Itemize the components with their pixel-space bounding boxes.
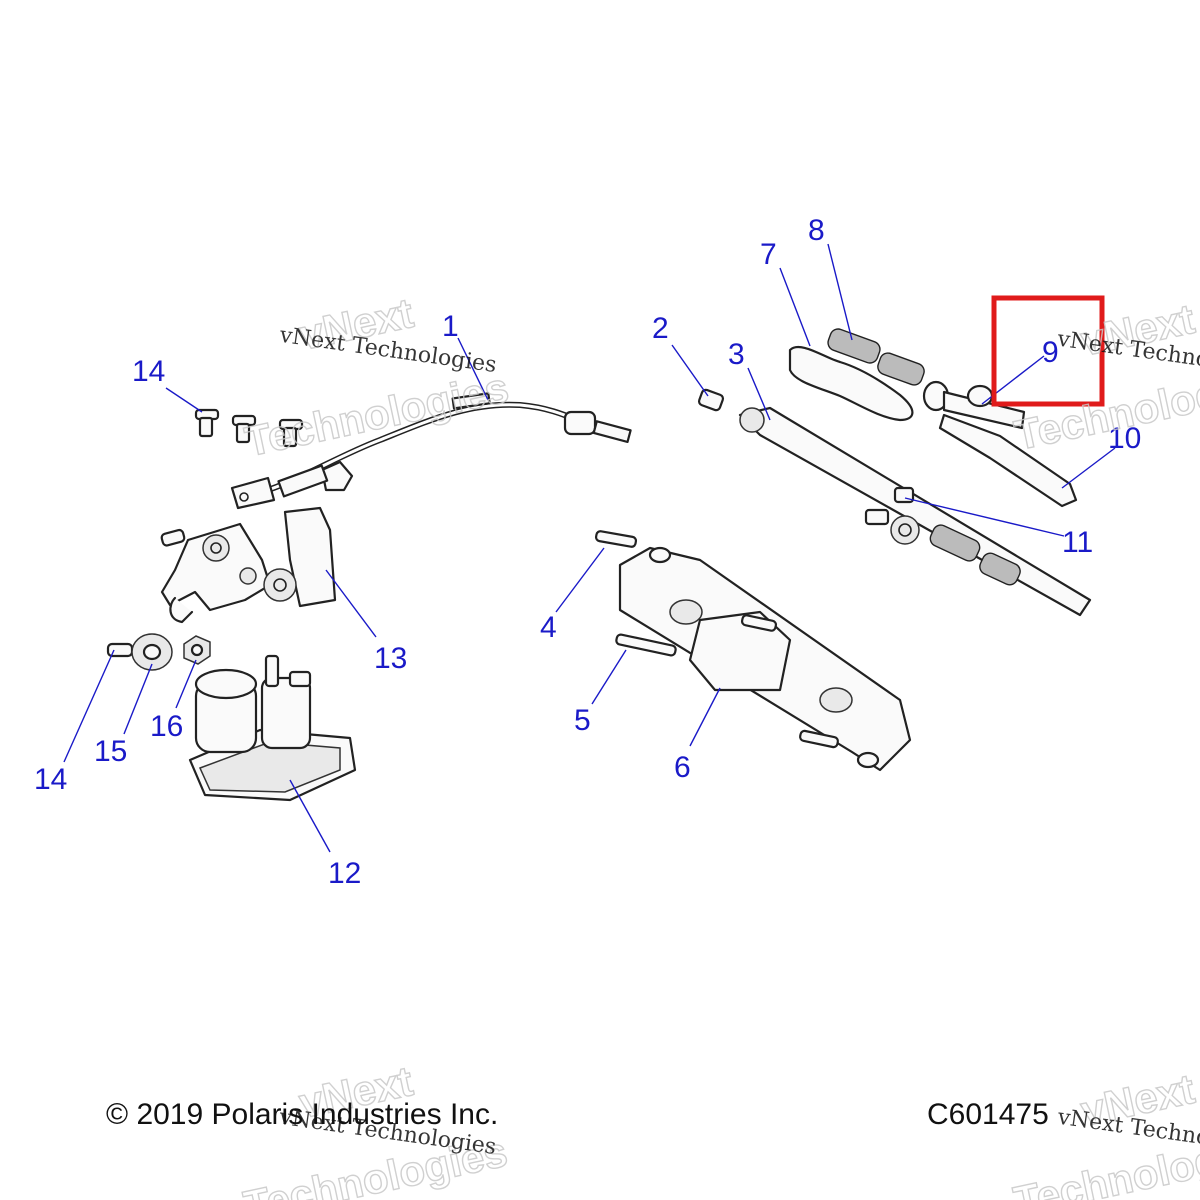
callout-16: 16 — [150, 710, 183, 743]
bolts — [594, 530, 839, 749]
part-plungers — [922, 380, 1078, 508]
part-2-bolt — [697, 388, 725, 412]
callout-1: 1 — [442, 310, 459, 343]
callout-14-top: 14 — [132, 355, 165, 388]
watermark-logo-4: Technologies — [1011, 357, 1200, 459]
callout-6: 6 — [674, 751, 691, 784]
part-bracket-arm — [160, 506, 337, 624]
part-housing — [618, 546, 912, 772]
callout-13: 13 — [374, 642, 407, 675]
watermark: vNext Technologies vNext Technologies vN… — [239, 288, 1200, 1200]
screws-top-left — [194, 408, 304, 448]
callout-3: 3 — [728, 338, 745, 371]
callout-7: 7 — [760, 238, 777, 271]
part-springs — [827, 328, 1021, 586]
callout-9: 9 — [1042, 336, 1059, 369]
diagram-code: C601475 — [927, 1098, 1049, 1131]
part-actuator — [188, 654, 357, 802]
callout-10: 10 — [1108, 422, 1141, 455]
callout-5: 5 — [574, 704, 591, 737]
callout-11: 11 — [1062, 526, 1093, 559]
callout-12: 12 — [328, 857, 361, 890]
callout-8: 8 — [808, 214, 825, 247]
callout-15: 15 — [94, 735, 127, 768]
part-cable — [230, 392, 632, 510]
callouts: 1 2 3 4 5 6 7 8 9 10 11 12 13 14 14 15 1… — [34, 214, 1141, 890]
watermark-logo-2: Technologies — [241, 364, 513, 466]
callout-4: 4 — [540, 611, 557, 644]
highlight-box — [991, 295, 1105, 407]
copyright-text: © 2019 Polaris Industries Inc. — [106, 1098, 499, 1131]
callout-14-bottom: 14 — [34, 763, 67, 796]
callout-2: 2 — [652, 312, 669, 345]
small-hardware — [106, 633, 211, 671]
part-seal — [788, 345, 914, 422]
